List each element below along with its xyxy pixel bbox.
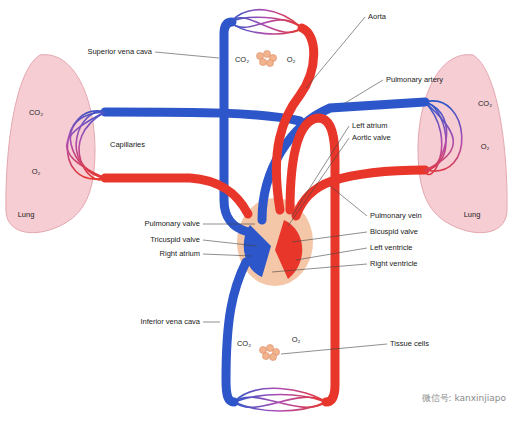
gas-label: O₂ [292,336,301,344]
gas-label: O₂ [481,143,490,151]
heart-part-label: Pulmonary valve [145,220,200,228]
vessel-label: Inferior vena cava [140,318,200,326]
lung-shape [6,55,95,233]
gas-label: CO₂ [235,56,249,64]
heart-part-label: Tricuspid valve [150,236,200,244]
part-label: Tissue cells [390,340,429,348]
gas-label: O₂ [287,56,296,64]
part-label: Capillaries [110,141,145,149]
pulmonary-artery-left [105,112,300,121]
gas-label: O₂ [32,168,41,176]
capillary-mesh [67,10,462,411]
pulmonary-vein-right [296,170,425,216]
heart-part-label: Left atrium [352,122,387,130]
watermark: 微信号: kanxinjiapo [422,394,506,403]
left-heart-chamber [275,220,302,279]
gas-label: CO₂ [478,100,492,108]
pulmonary-vein-left [105,178,248,214]
heart-part-label: Left ventricle [370,244,413,252]
vessel-label: Aorta [368,13,386,21]
leader-lines [155,17,387,354]
vessel-label: Pulmonary artery [386,76,443,84]
gas-label: CO₂ [237,340,251,348]
gas-label: CO₂ [29,109,43,117]
inferior-vena-cava [226,262,246,402]
heart-part-label: Right ventricle [370,260,418,268]
tissue-cells [257,51,280,361]
organ-label: Lung [18,211,35,219]
vessel-label: Pulmonary vein [370,212,422,220]
heart-part-label: Aortic valve [352,134,391,142]
vessel-label: Superior vena cava [87,48,152,56]
heart-part-label: Right atrium [160,250,200,258]
heart-part-label: Bicuspid valve [370,228,418,236]
organ-label: Lung [464,211,481,219]
